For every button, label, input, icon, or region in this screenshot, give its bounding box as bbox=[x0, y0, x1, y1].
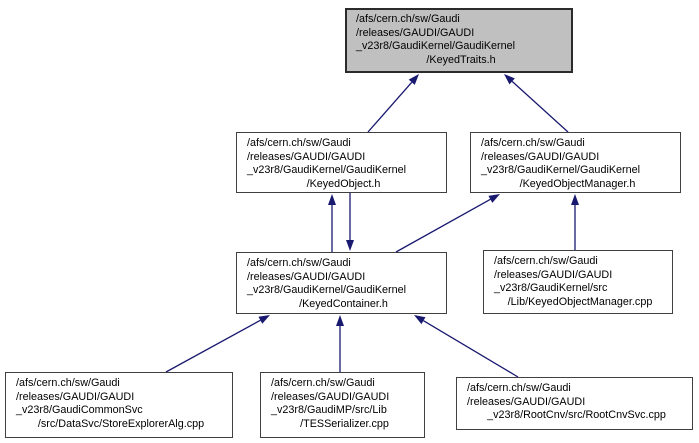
node-path-line: /releases/GAUDI/GAUDI bbox=[247, 270, 366, 283]
node-path-line: /src/DataSvc/StoreExplorerAlg.cpp bbox=[37, 417, 205, 430]
graph-node-rootcnvsvc-cpp[interactable]: /afs/cern.ch/sw/Gaudi/releases/GAUDI/GAU… bbox=[456, 377, 693, 430]
node-path-line: /releases/GAUDI/GAUDI bbox=[247, 150, 366, 163]
node-path-line: /releases/GAUDI/GAUDI bbox=[16, 390, 135, 403]
edge-storeexploreralg-cpp-to-keyedcontainer-h bbox=[165, 319, 261, 373]
node-path-line: /afs/cern.ch/sw/Gaudi bbox=[16, 377, 120, 389]
graph-node-keyedobjectmanager-h[interactable]: /afs/cern.ch/sw/Gaudi/releases/GAUDI/GAU… bbox=[470, 132, 681, 193]
node-path-line: /afs/cern.ch/sw/Gaudi bbox=[271, 377, 375, 389]
node-path-line: /afs/cern.ch/sw/Gaudi bbox=[247, 257, 351, 269]
graph-node-tesserializer-cpp[interactable]: /afs/cern.ch/sw/Gaudi/releases/GAUDI/GAU… bbox=[260, 372, 425, 438]
arrowhead-keyedobject-h-to-keyedtraits-h bbox=[408, 74, 419, 85]
node-path-line: /afs/cern.ch/sw/Gaudi bbox=[481, 137, 585, 149]
node-path-line: /releases/GAUDI/GAUDI bbox=[356, 26, 475, 39]
edge-keyedcontainer-h-to-keyedobjectmanager-h bbox=[395, 198, 491, 253]
edge-keyedobjectmanager-h-to-keyedtraits-h bbox=[511, 80, 569, 133]
node-path-line: /TESSerializer.cpp bbox=[300, 417, 389, 430]
arrowhead-tesserializer-cpp-to-keyedcontainer-h bbox=[336, 315, 344, 326]
node-path-line: _v23r8/GaudiKernel/GaudiKernel bbox=[481, 164, 641, 177]
arrowhead-keyedcontainer-h-to-keyedobject-h bbox=[328, 194, 336, 205]
node-path-line: /releases/GAUDI/GAUDI bbox=[271, 390, 390, 403]
arrowhead-keyedobject-h-to-keyedcontainer-h bbox=[346, 240, 354, 251]
node-path-line: _v23r8/GaudiKernel/GaudiKernel bbox=[247, 284, 407, 297]
node-path-line: /afs/cern.ch/sw/Gaudi bbox=[494, 255, 598, 267]
node-path-line: _v23r8/GaudiCommonSvc bbox=[16, 404, 143, 417]
arrowhead-keyedobjectmanager-h-to-keyedtraits-h bbox=[504, 74, 515, 85]
node-path-line: /KeyedTraits.h bbox=[426, 53, 496, 66]
node-path-line: _v23r8/RootCnv/src/RootCnvSvc.cpp bbox=[487, 409, 666, 422]
node-path-line: _v23r8/GaudiMP/src/Lib bbox=[271, 404, 387, 417]
node-path-line: /Lib/KeyedObjectManager.cpp bbox=[507, 295, 653, 308]
node-path-line: /afs/cern.ch/sw/Gaudi bbox=[247, 137, 351, 149]
node-path-line: _v23r8/GaudiKernel/src bbox=[494, 282, 608, 295]
node-path-line: /releases/GAUDI/GAUDI bbox=[467, 395, 586, 408]
node-path-line: _v23r8/GaudiKernel/GaudiKernel bbox=[356, 40, 516, 53]
arrowhead-keyedobjectmanager-cpp-to-keyedobjectmanager-h bbox=[571, 194, 579, 205]
node-path-line: /KeyedObject.h bbox=[306, 177, 381, 190]
node-path-line: /releases/GAUDI/GAUDI bbox=[481, 150, 600, 163]
node-path-line: /KeyedObjectManager.h bbox=[519, 177, 636, 190]
graph-node-keyedobject-h[interactable]: /afs/cern.ch/sw/Gaudi/releases/GAUDI/GAU… bbox=[236, 132, 447, 193]
edge-rootcnvsvc-cpp-to-keyedcontainer-h bbox=[423, 320, 519, 378]
arrowhead-storeexploreralg-cpp-to-keyedcontainer-h bbox=[258, 315, 270, 324]
graph-node-storeexploreralg-cpp[interactable]: /afs/cern.ch/sw/Gaudi/releases/GAUDI/GAU… bbox=[5, 372, 233, 438]
node-path-line: /afs/cern.ch/sw/Gaudi bbox=[467, 382, 571, 394]
node-path-line: /KeyedContainer.h bbox=[299, 297, 388, 310]
node-path-line: /afs/cern.ch/sw/Gaudi bbox=[356, 13, 460, 25]
arrowhead-rootcnvsvc-cpp-to-keyedcontainer-h bbox=[414, 315, 426, 325]
arrowhead-keyedcontainer-h-to-keyedobjectmanager-h bbox=[488, 194, 500, 203]
graph-node-keyedtraits-h[interactable]: /afs/cern.ch/sw/Gaudi/releases/GAUDI/GAU… bbox=[345, 8, 573, 73]
edge-keyedobject-h-to-keyedtraits-h bbox=[367, 81, 413, 133]
node-path-line: _v23r8/GaudiKernel/GaudiKernel bbox=[247, 164, 407, 177]
graph-node-keyedobjectmanager-cpp[interactable]: /afs/cern.ch/sw/Gaudi/releases/GAUDI/GAU… bbox=[483, 250, 673, 314]
node-path-line: /releases/GAUDI/GAUDI bbox=[494, 268, 613, 281]
graph-node-keyedcontainer-h[interactable]: /afs/cern.ch/sw/Gaudi/releases/GAUDI/GAU… bbox=[236, 252, 447, 314]
